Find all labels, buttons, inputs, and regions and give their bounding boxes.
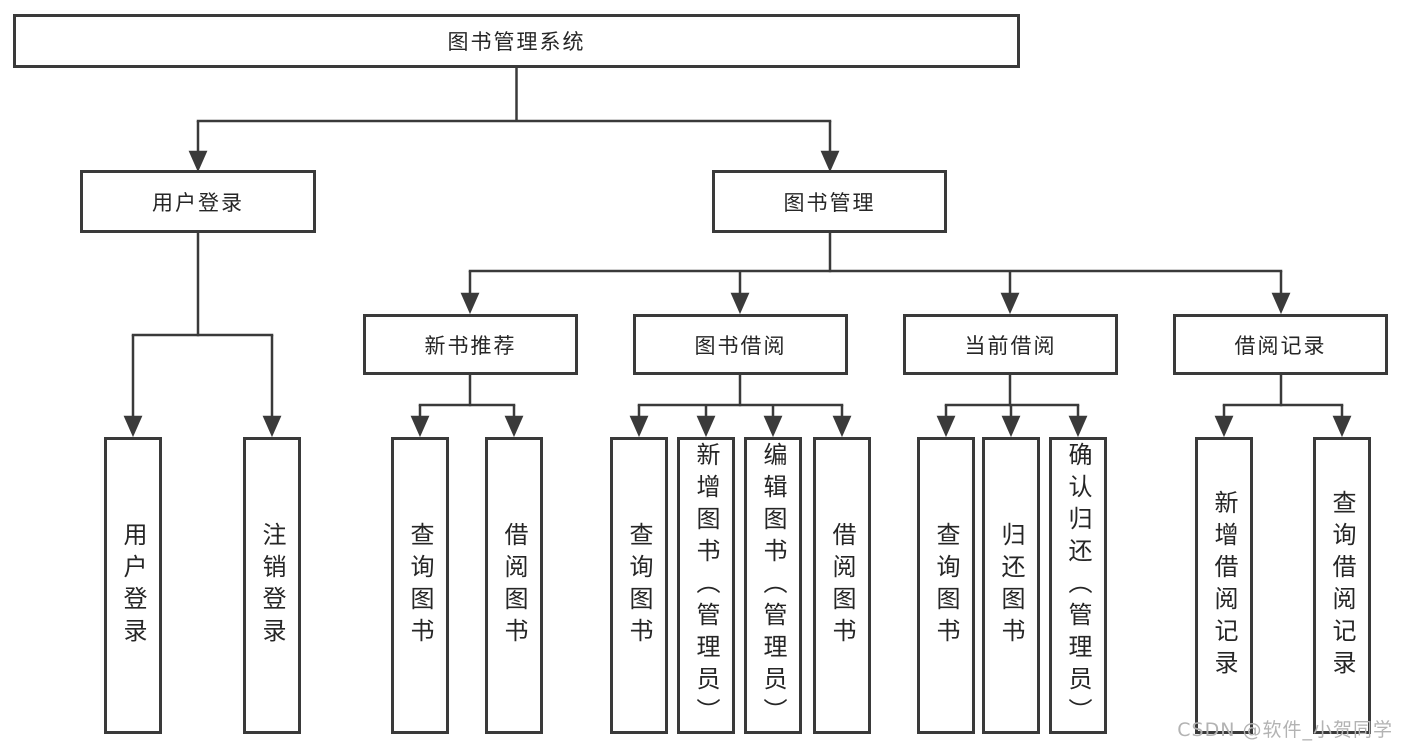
leaf-borrow-books-recommend-label: 借阅图书 [500, 521, 528, 650]
leaf-query-books-current: 查询图书 [917, 437, 975, 734]
leaf-confirm-return-admin: 确认归还（管理员） [1049, 437, 1107, 734]
leaf-user-login: 用户登录 [104, 437, 162, 734]
leaf-edit-book-admin: 编辑图书（管理员） [744, 437, 802, 734]
leaf-query-books-recommend-label: 查询图书 [406, 521, 434, 650]
node-user-login-label: 用户登录 [152, 190, 244, 215]
leaf-return-book-label: 归还图书 [997, 521, 1025, 650]
leaf-return-book: 归还图书 [982, 437, 1040, 734]
node-book-management: 图书管理 [712, 170, 947, 233]
leaf-borrow-books-borrowing-label: 借阅图书 [828, 521, 856, 650]
leaf-logout: 注销登录 [243, 437, 301, 734]
leaf-logout-label: 注销登录 [258, 521, 286, 650]
node-root: 图书管理系统 [13, 14, 1020, 68]
leaf-borrow-books-recommend: 借阅图书 [485, 437, 543, 734]
leaf-add-borrow-record: 新增借阅记录 [1195, 437, 1253, 734]
leaf-add-borrow-record-label: 新增借阅记录 [1210, 489, 1238, 682]
leaf-confirm-return-admin-label: 确认归还（管理员） [1064, 441, 1092, 730]
node-borrowing-records: 借阅记录 [1173, 314, 1388, 375]
leaf-user-login-label: 用户登录 [119, 521, 147, 650]
node-current-borrowing-label: 当前借阅 [964, 333, 1057, 358]
leaf-query-books-borrowing: 查询图书 [610, 437, 668, 734]
node-new-book-recommend: 新书推荐 [363, 314, 578, 375]
node-current-borrowing: 当前借阅 [903, 314, 1118, 375]
leaf-edit-book-admin-label: 编辑图书（管理员） [759, 441, 787, 730]
leaf-query-borrow-record: 查询借阅记录 [1313, 437, 1371, 734]
node-book-borrowing: 图书借阅 [633, 314, 848, 375]
leaf-query-books-borrowing-label: 查询图书 [625, 521, 653, 650]
node-new-book-recommend-label: 新书推荐 [424, 333, 517, 358]
leaf-borrow-books-borrowing: 借阅图书 [813, 437, 871, 734]
leaf-add-book-admin: 新增图书（管理员） [677, 437, 735, 734]
node-root-label: 图书管理系统 [447, 30, 586, 54]
leaf-query-books-current-label: 查询图书 [932, 521, 960, 650]
node-borrowing-records-label: 借阅记录 [1234, 333, 1327, 358]
node-book-borrowing-label: 图书借阅 [694, 333, 787, 358]
node-book-management-label: 图书管理 [783, 190, 876, 215]
leaf-add-book-admin-label: 新增图书（管理员） [692, 441, 720, 730]
node-user-login: 用户登录 [80, 170, 316, 233]
csdn-watermark: CSDN @软件_小贺同学 [1177, 719, 1393, 741]
leaf-query-books-recommend: 查询图书 [391, 437, 449, 734]
leaf-query-borrow-record-label: 查询借阅记录 [1328, 489, 1356, 682]
